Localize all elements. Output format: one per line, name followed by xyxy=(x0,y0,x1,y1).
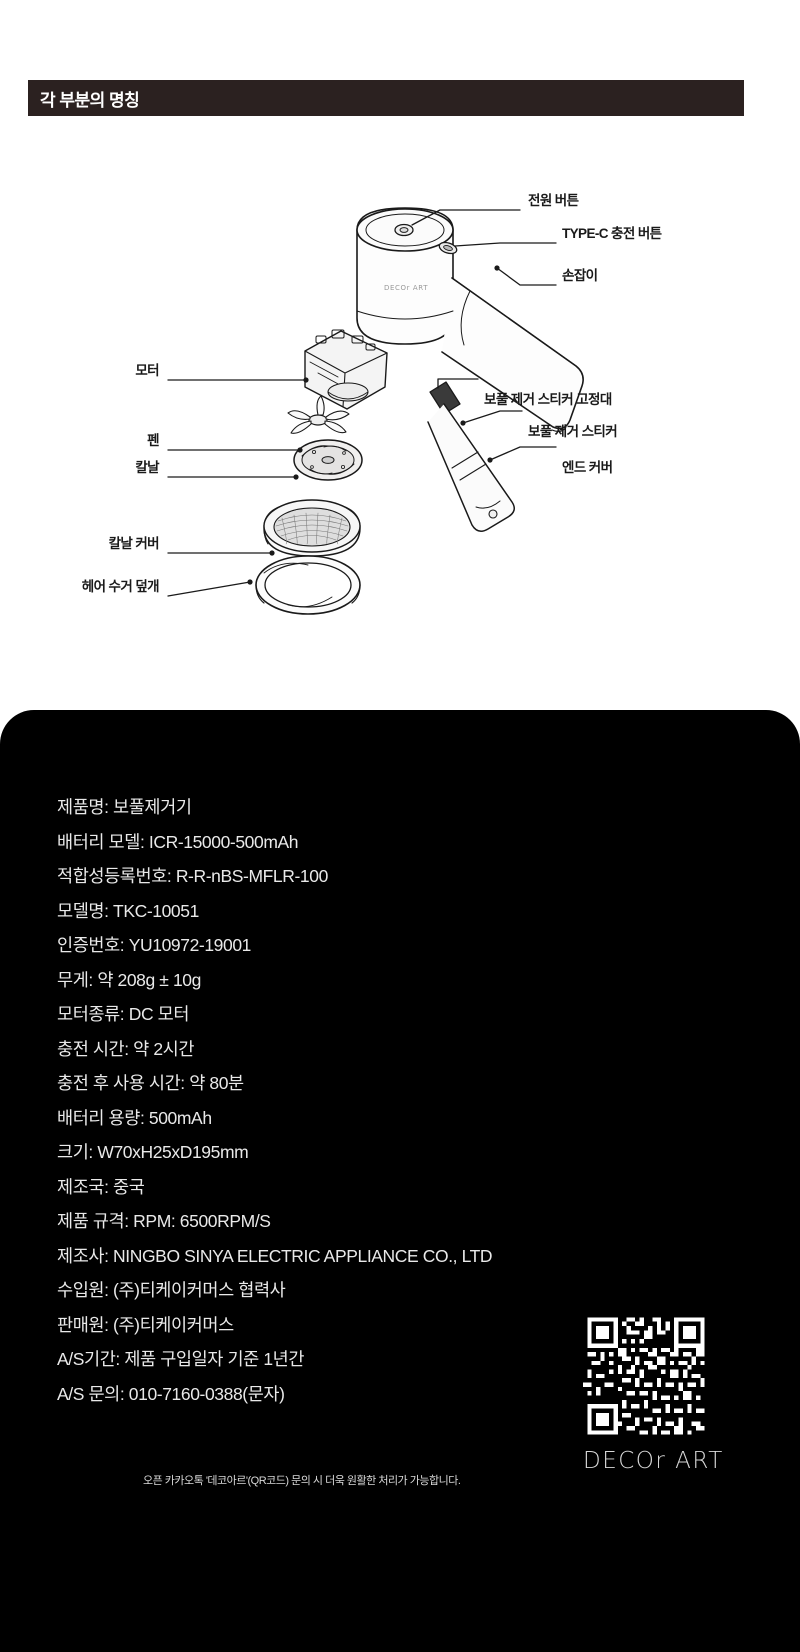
svg-text:DECOr ART: DECOr ART xyxy=(384,284,428,292)
label-typec-charging-button: TYPE-C 충전 버튼 xyxy=(562,226,662,241)
spec-line: 적합성등록번호: R-R-nBS-MFLR-100 xyxy=(57,866,328,886)
spec-line: 충전 후 사용 시간: 약 80분 xyxy=(57,1073,244,1093)
parts-diagram-section: 각 부분의 명칭 xyxy=(0,0,800,710)
label-fan: 펜 xyxy=(147,433,159,448)
specification-list: 제품명: 보풀제거기 배터리 모델: ICR-15000-500mAh 적합성등… xyxy=(57,790,657,1411)
spec-line: 제조사: NINGBO SINYA ELECTRIC APPLIANCE CO.… xyxy=(57,1245,493,1266)
label-hair-collection-lid: 헤어 수거 덮개 xyxy=(81,579,160,594)
label-blade-cover: 칼날 커버 xyxy=(108,536,160,551)
brand-block: DECOr ART xyxy=(583,1313,724,1474)
spec-line: 충전 시간: 약 2시간 xyxy=(57,1038,195,1059)
spec-line: 인증번호: YU10972-19001 xyxy=(57,935,251,955)
spec-line: 배터리 모델: ICR-15000-500mAh xyxy=(57,831,299,852)
label-lint-sticker-holder: 보풀 제거 스티커 고정대 xyxy=(484,392,612,407)
spec-line: 제조국: 중국 xyxy=(57,1176,145,1197)
label-power-button: 전원 버튼 xyxy=(528,193,579,208)
spec-line: 모터종류: DC 모터 xyxy=(57,1004,190,1024)
label-end-cover: 엔드 커버 xyxy=(562,460,613,475)
spec-line: 수입원: (주)티케이커머스 협력사 xyxy=(57,1280,286,1300)
spec-line: 제품 규격: RPM: 6500RPM/S xyxy=(57,1211,271,1231)
spec-line: 제품명: 보풀제거기 xyxy=(57,797,192,817)
brand-wordmark: DECOr ART xyxy=(583,1448,724,1474)
spec-line: 배터리 용량: 500mAh xyxy=(57,1107,212,1128)
label-handle: 손잡이 xyxy=(562,268,598,283)
qr-code[interactable] xyxy=(583,1313,709,1439)
spec-line: 무게: 약 208g ± 10g xyxy=(57,969,201,990)
spec-line: A/S기간: 제품 구입일자 기준 1년간 xyxy=(57,1349,305,1369)
exploded-diagram: DECOr ART xyxy=(0,130,800,640)
specification-section: 제품명: 보풀제거기 배터리 모델: ICR-15000-500mAh 적합성등… xyxy=(0,710,800,1652)
label-motor: 모터 xyxy=(135,363,159,378)
spec-line: 크기: W70xH25xD195mm xyxy=(57,1142,249,1162)
section-header-bar: 각 부분의 명칭 xyxy=(28,80,744,116)
label-lint-sticker: 보풀 제거 스티커 xyxy=(528,424,618,439)
label-blade: 칼날 xyxy=(135,460,159,475)
spec-line: 모델명: TKC-10051 xyxy=(57,900,199,921)
spec-line: 판매원: (주)티케이커머스 xyxy=(57,1314,234,1335)
kakao-inquiry-note: 오픈 카카오톡 '데코아르'(QR코드) 문의 시 더욱 원활한 처리가 가능합… xyxy=(143,1475,461,1487)
spec-line: A/S 문의: 010-7160-0388(문자) xyxy=(57,1383,285,1404)
page-title: 각 부분의 명칭 xyxy=(40,90,140,110)
